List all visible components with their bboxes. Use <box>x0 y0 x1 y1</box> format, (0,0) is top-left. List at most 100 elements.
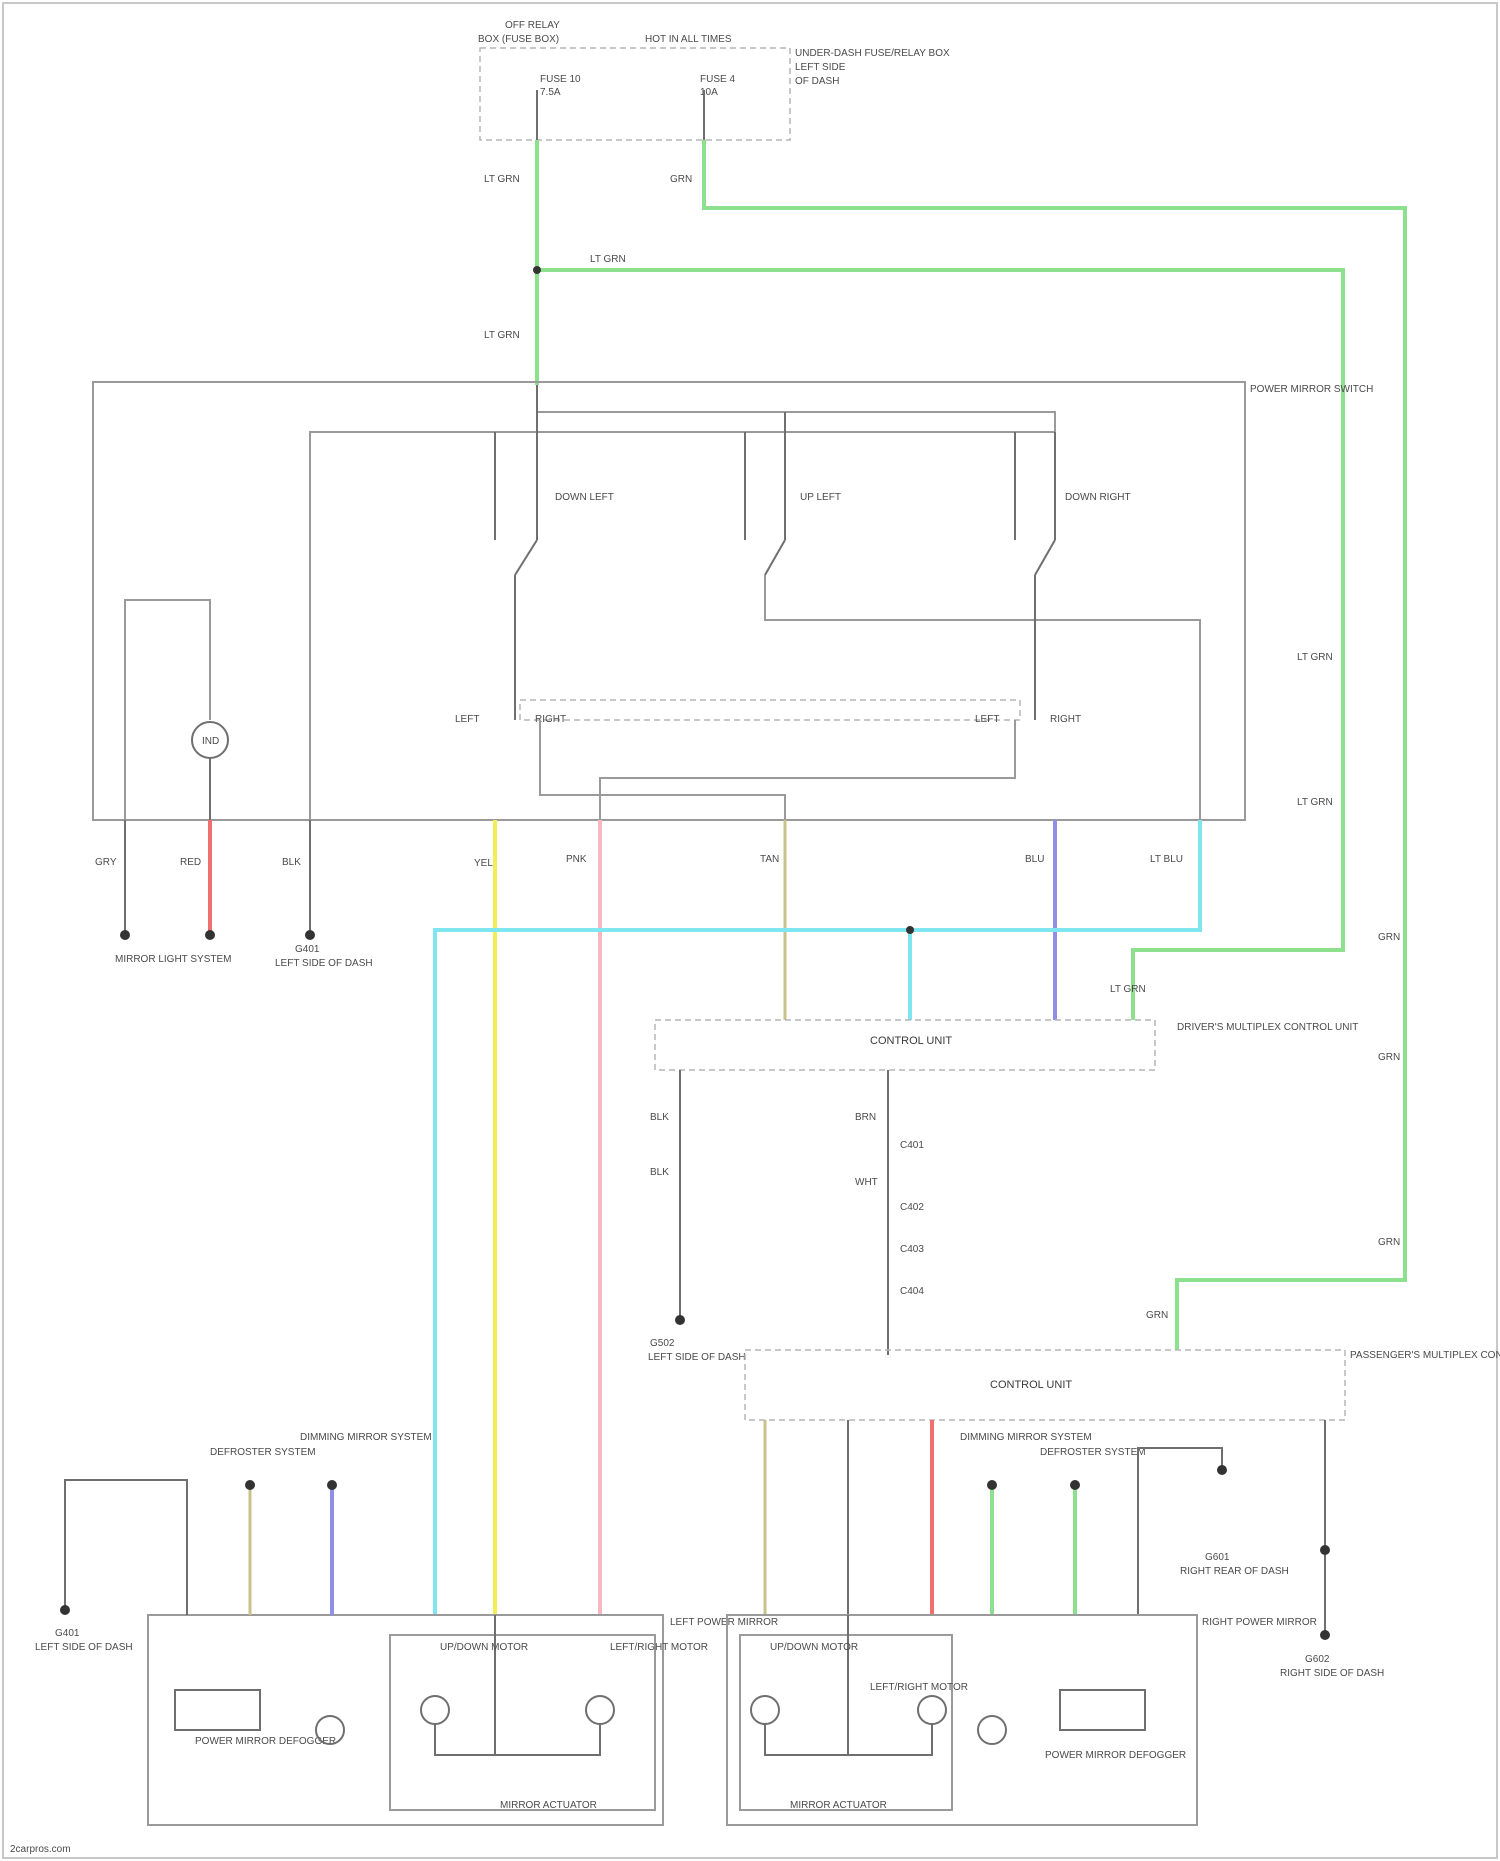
switch-bus <box>310 412 1055 820</box>
switch-down-left-label: DOWN LEFT <box>555 492 614 503</box>
ground-dot <box>305 930 315 940</box>
right-left-right-motor-icon <box>918 1696 946 1724</box>
terminal-dot <box>987 1480 997 1490</box>
left-up-down-motor: UP/DOWN MOTOR <box>440 1642 528 1653</box>
fuse-box <box>480 48 790 140</box>
fuse-box-note: UNDER-DASH FUSE/RELAY BOX <box>795 48 950 59</box>
selector-link-b <box>600 720 1015 820</box>
wire-label-lt-blu: LT BLU <box>1150 854 1183 865</box>
terminal-dot <box>205 930 215 940</box>
fuse-b-rating: 10A <box>700 87 718 98</box>
junction-c401: C401 <box>900 1140 924 1151</box>
junction-wire-2: WHT <box>855 1177 878 1188</box>
wire-label-right-b: LT GRN <box>1297 797 1333 808</box>
terminal-dot <box>327 1480 337 1490</box>
wire-label-right-a: LT GRN <box>1297 652 1333 663</box>
ground-dot <box>1320 1545 1330 1555</box>
passenger-ground-2-sub: RIGHT SIDE OF DASH <box>1280 1668 1384 1679</box>
ground-dot <box>675 1315 685 1325</box>
up-down-motor-icon <box>421 1696 449 1724</box>
junction-wire-4: BLK <box>650 1167 669 1178</box>
switch-down-right: DOWN RIGHT <box>1015 432 1131 720</box>
passenger-control-unit-label: CONTROL UNIT <box>990 1379 1072 1391</box>
passenger-dimmer: DIMMING MIRROR SYSTEM <box>960 1432 1092 1443</box>
switch-title: POWER MIRROR SWITCH <box>1250 384 1373 395</box>
wire-label-tan: TAN <box>760 854 779 865</box>
right-power-mirror-title: RIGHT POWER MIRROR <box>1202 1617 1317 1628</box>
wire-label-yel: YEL <box>474 858 493 869</box>
right-defogger-label: POWER MIRROR DEFOGGER <box>1045 1750 1186 1761</box>
passenger-ground: G601 <box>1205 1552 1230 1563</box>
splice-dot <box>906 926 914 934</box>
selector-switch <box>520 700 1020 720</box>
wire-label-branch: LT GRN <box>590 254 626 265</box>
wire-label-pnk: PNK <box>566 854 587 865</box>
switch-down-left: DOWN LEFT <box>495 432 614 720</box>
wire-label-top-left: LT GRN <box>484 174 520 185</box>
left-defogger-heater <box>175 1690 260 1730</box>
right-mirror-actuator-label: MIRROR ACTUATOR <box>790 1800 887 1811</box>
selector-left: LEFT <box>455 714 479 725</box>
wire-label-grn-b: GRN <box>1378 1052 1400 1063</box>
ground-sublabel: LEFT SIDE OF DASH <box>275 958 373 969</box>
junction-c403: C403 <box>900 1244 924 1255</box>
ground-dot <box>1320 1630 1330 1640</box>
junction-c404: C404 <box>900 1286 924 1297</box>
passenger-ground-sub: RIGHT REAR OF DASH <box>1180 1566 1289 1577</box>
wire-label-red: RED <box>180 857 201 868</box>
right-left-right-motor: LEFT/RIGHT MOTOR <box>870 1682 968 1693</box>
wire-label-grn-c: GRN <box>1378 1237 1400 1248</box>
splice-dot <box>533 266 541 274</box>
wire-blk-left <box>65 1480 187 1615</box>
selector-link-a <box>540 720 785 820</box>
fuse-box-title: OFF RELAY <box>505 20 560 31</box>
wire-label-gry: GRY <box>95 857 117 868</box>
driver-control-unit-title: DRIVER'S MULTIPLEX CONTROL UNIT <box>1177 1022 1358 1033</box>
left-right-motor-icon <box>586 1696 614 1724</box>
terminal-dot <box>245 1480 255 1490</box>
passenger-ground-2: G602 <box>1305 1654 1330 1665</box>
fuse-b-label: FUSE 4 <box>700 74 735 85</box>
wire-label-blu: BLU <box>1025 854 1044 865</box>
indicator-loop <box>125 600 210 820</box>
terminal-dot <box>120 930 130 940</box>
left-ground-sub: LEFT SIDE OF DASH <box>35 1642 133 1653</box>
right-up-down-motor: UP/DOWN MOTOR <box>770 1642 858 1653</box>
left-mirror-actuator-label: MIRROR ACTUATOR <box>500 1800 597 1811</box>
mirror-light-system: MIRROR LIGHT SYSTEM <box>115 954 232 965</box>
wire-label-drop: LT GRN <box>484 330 520 341</box>
junction-wire-1: BRN <box>855 1112 876 1123</box>
indicator-label: IND <box>202 736 219 747</box>
selector-right-b: RIGHT <box>1050 714 1081 725</box>
passenger-defrost: DEFROSTER SYSTEM <box>1040 1447 1146 1458</box>
ground-label: G401 <box>295 944 320 955</box>
right-mirror-light-icon <box>978 1716 1006 1744</box>
switch-down-right-label: DOWN RIGHT <box>1065 492 1131 503</box>
fuse-a-rating: 7.5A <box>540 87 561 98</box>
wire-label-top-right: GRN <box>670 174 692 185</box>
watermark: 2carpros.com <box>10 1844 71 1855</box>
wire-lt-blu <box>435 820 1200 1615</box>
terminal-dot <box>1070 1480 1080 1490</box>
passenger-control-unit-title: PASSENGER'S MULTIPLEX CONTROL UNIT <box>1350 1350 1500 1361</box>
driver-control-unit-label: CONTROL UNIT <box>870 1035 952 1047</box>
left-left-right-motor: LEFT/RIGHT MOTOR <box>610 1642 708 1653</box>
right-up-down-motor-icon <box>751 1696 779 1724</box>
wire-label-grn-a: GRN <box>1378 932 1400 943</box>
fuse-box-note-2: LEFT SIDE <box>795 62 846 73</box>
junction-c402: C402 <box>900 1202 924 1213</box>
ground-dot <box>1217 1465 1227 1475</box>
junction-wire-3: BLK <box>650 1112 669 1123</box>
motor-common <box>435 1724 600 1755</box>
ground-dot <box>60 1605 70 1615</box>
wire-label-grn-d: GRN <box>1146 1310 1168 1321</box>
fuse-box-note-3: OF DASH <box>795 76 839 87</box>
left-power-mirror-title: LEFT POWER MIRROR <box>670 1617 778 1628</box>
wire-blk-pass <box>1138 1448 1222 1615</box>
power-mirror-switch-box <box>93 382 1245 820</box>
junction-ground-sub: LEFT SIDE OF DASH <box>648 1352 746 1363</box>
selector-left-b: LEFT <box>975 714 999 725</box>
right-defogger-heater <box>1060 1690 1145 1730</box>
